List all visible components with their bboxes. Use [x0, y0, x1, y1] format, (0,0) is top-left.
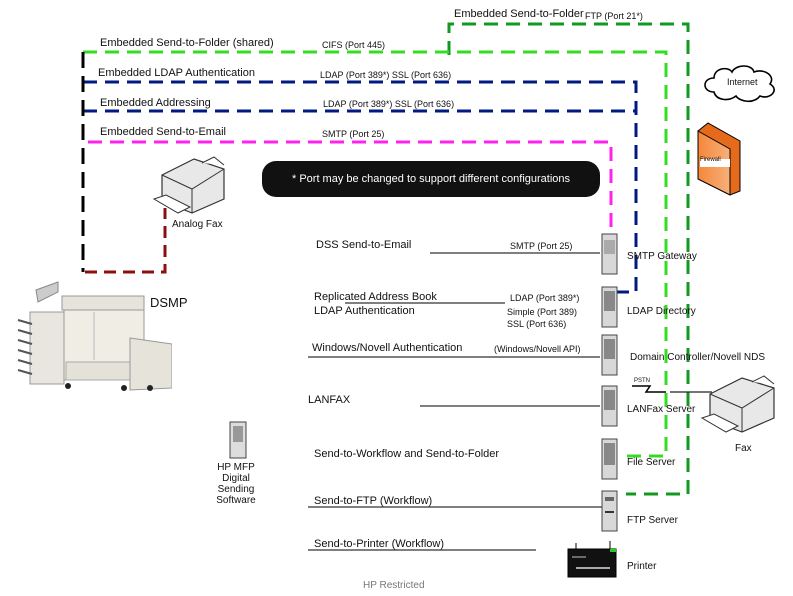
windows-auth-port-label: (Windows/Novell API): [494, 344, 581, 354]
domain-controller-server-icon: [601, 334, 618, 376]
dss-label: HP MFP Digital Sending Software: [216, 462, 256, 506]
windows-auth-label: Windows/Novell Authentication: [312, 342, 463, 354]
ftp-server-icon: [601, 490, 618, 532]
dss-email-port-label: SMTP (Port 25): [510, 241, 573, 251]
pstn-label: PSTN: [634, 378, 651, 384]
smtp-gateway-server-icon: [601, 233, 618, 275]
analog-fax-icon: [152, 156, 225, 214]
internet-cloud-icon: [704, 65, 775, 103]
firewall-icon: [697, 122, 741, 196]
ftp-protocol-label: Embedded Send-to-Folder: [454, 8, 584, 20]
fax-machine-icon: [700, 375, 775, 433]
lanfax-server-icon: [601, 385, 618, 427]
ldap-auth-label: LDAP Authentication: [314, 305, 415, 317]
ftp-server-label: FTP Server: [627, 515, 678, 526]
smtp-gateway-label: SMTP Gateway: [627, 251, 697, 262]
firewall-label: Firewall: [700, 157, 721, 163]
printer-icon: [567, 541, 617, 578]
cifs-port-label: CIFS (Port 445): [322, 40, 386, 50]
printer-label: Printer: [627, 561, 657, 572]
pstn-zigzag: [632, 385, 666, 393]
addressing-port-label: LDAP (Port 389*) SSL (Port 636): [323, 99, 455, 109]
mfp-label: DSMP: [150, 295, 188, 310]
cifs-protocol-label: Embedded Send-to-Folder (shared): [100, 37, 274, 49]
send-printer-label: Send-to-Printer (Workflow): [314, 538, 444, 550]
address-book-label: Replicated Address Book: [314, 291, 437, 303]
file-server-icon: [601, 438, 618, 480]
ldap-auth-embedded-line: [83, 80, 638, 294]
dss-email-label: DSS Send-to-Email: [316, 239, 412, 251]
smtp-protocol-label: Embedded Send-to-Email: [100, 126, 226, 138]
footer-classification: HP Restricted: [363, 580, 425, 591]
workflow-folder-label: Send-to-Workflow and Send-to-Folder: [314, 448, 500, 460]
lanfax-server-label: LANFax Server: [627, 404, 696, 415]
ldap-directory-server-icon: [601, 286, 618, 328]
ldap-directory-label: LDAP Directory: [627, 306, 696, 317]
ldap-auth-port-label: LDAP (Port 389*) SSL (Port 636): [320, 70, 452, 80]
send-ftp-label: Send-to-FTP (Workflow): [314, 495, 433, 507]
file-server-label: File Server: [627, 457, 676, 468]
mfp-device-icon: [17, 281, 172, 391]
smtp-embedded-line: [88, 140, 613, 228]
ldap-auth-simple-port-label: Simple (Port 389): [507, 307, 578, 317]
analog-fax-label: Analog Fax: [172, 219, 223, 230]
ftp-embedded-line: [447, 22, 690, 496]
ftp-port-label: FTP (Port 21*): [585, 11, 643, 21]
dss-server-icon: [229, 421, 247, 459]
internet-label: Internet: [727, 77, 758, 87]
lanfax-label: LANFAX: [308, 394, 351, 406]
ldap-auth-ssl-port-label: SSL (Port 636): [507, 319, 567, 329]
addressing-protocol-label: Embedded Addressing: [100, 97, 211, 109]
ldap-auth-protocol-label: Embedded LDAP Authentication: [98, 67, 255, 79]
port-note-banner: * Port may be changed to support differe…: [262, 161, 600, 197]
port-note-text: * Port may be changed to support differe…: [291, 173, 571, 185]
cifs-embedded-line: [83, 50, 668, 458]
analog-fax-line: [85, 208, 167, 274]
domain-controller-label: Domain Controller/Novell NDS: [630, 352, 766, 363]
fax-label: Fax: [735, 443, 752, 454]
address-book-port-label: LDAP (Port 389*): [510, 293, 580, 303]
smtp-port-label: SMTP (Port 25): [322, 129, 385, 139]
